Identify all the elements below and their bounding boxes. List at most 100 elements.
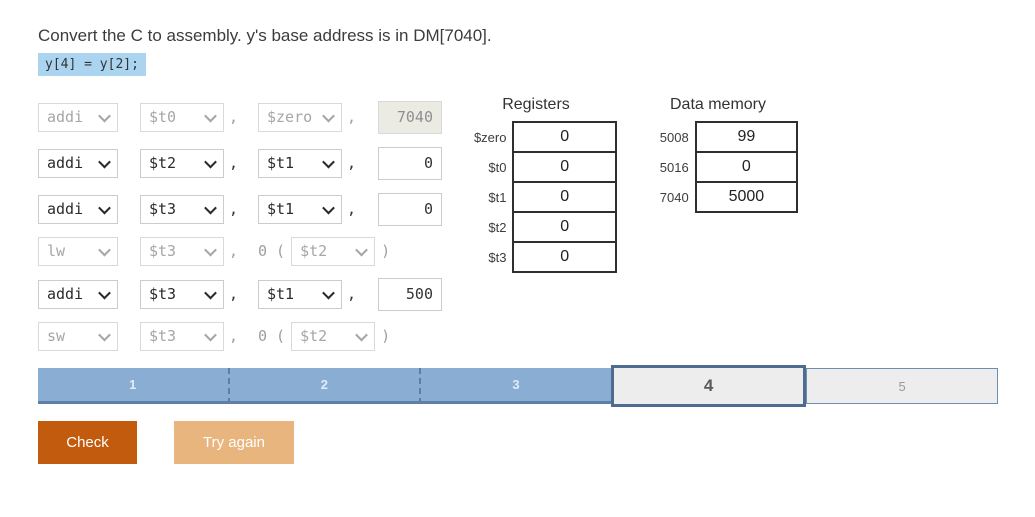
src-register-select[interactable]: $t1 xyxy=(258,194,342,224)
dest-register-value: $t2 xyxy=(149,154,177,172)
chevron-down-icon xyxy=(322,201,335,214)
comma-separator: , xyxy=(229,200,239,218)
memory-row: 5016 0 xyxy=(638,151,799,183)
memory-value: 99 xyxy=(694,121,799,153)
dest-register-select: $t3 xyxy=(140,321,224,351)
memory-address: 5016 xyxy=(659,159,689,175)
comma-separator: , xyxy=(229,285,239,303)
register-label: $t3 xyxy=(488,249,507,265)
immediate-input xyxy=(378,100,442,134)
instruction-row-1: addi $t0 , $zero , xyxy=(38,100,442,134)
dest-register-select[interactable]: $t3 xyxy=(140,194,224,224)
immediate-input[interactable] xyxy=(378,146,442,180)
check-button[interactable]: Check xyxy=(38,421,137,464)
data-memory-title: Data memory xyxy=(669,96,767,113)
register-row: $t0 0 xyxy=(455,151,617,183)
offset-open-paren: 0 ( xyxy=(258,242,286,260)
register-value: 0 xyxy=(512,241,617,273)
dest-register-select: $t3 xyxy=(140,236,224,266)
try-again-button[interactable]: Try again xyxy=(174,421,294,464)
chevron-down-icon xyxy=(204,109,217,122)
chevron-down-icon xyxy=(322,286,335,299)
chevron-down-icon xyxy=(204,286,217,299)
register-label: $t2 xyxy=(488,219,507,235)
src-register-select[interactable]: $t1 xyxy=(258,148,342,178)
base-register-value: $t2 xyxy=(300,327,328,345)
opcode-value: sw xyxy=(47,327,66,345)
comma-separator: , xyxy=(347,285,357,303)
dest-register-select[interactable]: $t2 xyxy=(140,148,224,178)
memory-value: 0 xyxy=(694,151,799,183)
opcode-select[interactable]: addi xyxy=(38,148,118,178)
memory-row: 5008 99 xyxy=(638,121,799,153)
register-value: 0 xyxy=(512,211,617,243)
src-register-select: $zero xyxy=(258,102,342,132)
opcode-value: addi xyxy=(47,108,84,126)
register-row: $zero 0 xyxy=(455,121,617,153)
comma-separator: , xyxy=(347,154,357,172)
comma-separator: , xyxy=(347,108,357,126)
opcode-value: addi xyxy=(47,154,84,172)
progress-bar: 1 2 3 4 5 xyxy=(38,365,998,407)
register-label: $t1 xyxy=(488,189,507,205)
opcode-select: addi xyxy=(38,102,118,132)
instruction-row-5: addi $t3 , $t1 , xyxy=(38,277,442,311)
registers-title: Registers xyxy=(502,96,570,113)
dest-register-value: $t3 xyxy=(149,200,177,218)
c-code-snippet: y[4] = y[2]; xyxy=(38,53,146,76)
memory-address: 5008 xyxy=(659,129,689,145)
opcode-value: lw xyxy=(47,242,66,260)
register-value: 0 xyxy=(512,121,617,153)
comma-separator: , xyxy=(229,327,239,345)
register-label: $zero xyxy=(473,129,507,145)
comma-separator: , xyxy=(229,242,239,260)
registers-panel: Registers $zero 0 $t0 0 $t1 0 $t2 0 $t3 … xyxy=(455,96,617,273)
opcode-value: addi xyxy=(47,285,84,303)
opcode-select[interactable]: addi xyxy=(38,194,118,224)
progress-step-3: 3 xyxy=(421,368,611,404)
close-paren: ) xyxy=(381,327,391,345)
immediate-input[interactable] xyxy=(378,192,442,226)
progress-step-2: 2 xyxy=(229,368,422,404)
opcode-value: addi xyxy=(47,200,84,218)
chevron-down-icon xyxy=(98,286,111,299)
immediate-input[interactable] xyxy=(378,277,442,311)
base-register-value: $t2 xyxy=(300,242,328,260)
src-register-value: $t1 xyxy=(267,200,295,218)
chevron-down-icon xyxy=(204,201,217,214)
opcode-select[interactable]: addi xyxy=(38,279,118,309)
memory-address: 7040 xyxy=(659,189,689,205)
memory-row: 7040 5000 xyxy=(638,181,799,213)
base-register-select: $t2 xyxy=(291,236,376,266)
close-paren: ) xyxy=(381,242,391,260)
instruction-row-2: addi $t2 , $t1 , xyxy=(38,146,442,180)
opcode-select: lw xyxy=(38,236,118,266)
register-value: 0 xyxy=(512,181,617,213)
dest-register-value: $t3 xyxy=(149,242,177,260)
src-register-value: $zero xyxy=(267,108,313,126)
comma-separator: , xyxy=(229,154,239,172)
comma-separator: , xyxy=(347,200,357,218)
instruction-row-4: lw $t3 , 0 ( $t2 ) xyxy=(38,234,390,268)
chevron-down-icon xyxy=(98,243,111,256)
src-register-select[interactable]: $t1 xyxy=(258,279,342,309)
chevron-down-icon xyxy=(204,155,217,168)
memory-value: 5000 xyxy=(694,181,799,213)
src-register-value: $t1 xyxy=(267,154,295,172)
register-row: $t1 0 xyxy=(455,181,617,213)
chevron-down-icon xyxy=(204,328,217,341)
dest-register-value: $t3 xyxy=(149,285,177,303)
base-register-select: $t2 xyxy=(291,321,376,351)
exercise-prompt: Convert the C to assembly. y's base addr… xyxy=(38,26,492,45)
progress-step-5: 5 xyxy=(806,368,998,404)
opcode-select: sw xyxy=(38,321,118,351)
comma-separator: , xyxy=(229,108,239,126)
dest-register-value: $t3 xyxy=(149,327,177,345)
chevron-down-icon xyxy=(98,109,111,122)
dest-register-select[interactable]: $t3 xyxy=(140,279,224,309)
register-row: $t2 0 xyxy=(455,211,617,243)
chevron-down-icon xyxy=(355,243,368,256)
chevron-down-icon xyxy=(98,201,111,214)
instruction-row-6: sw $t3 , 0 ( $t2 ) xyxy=(38,319,390,353)
